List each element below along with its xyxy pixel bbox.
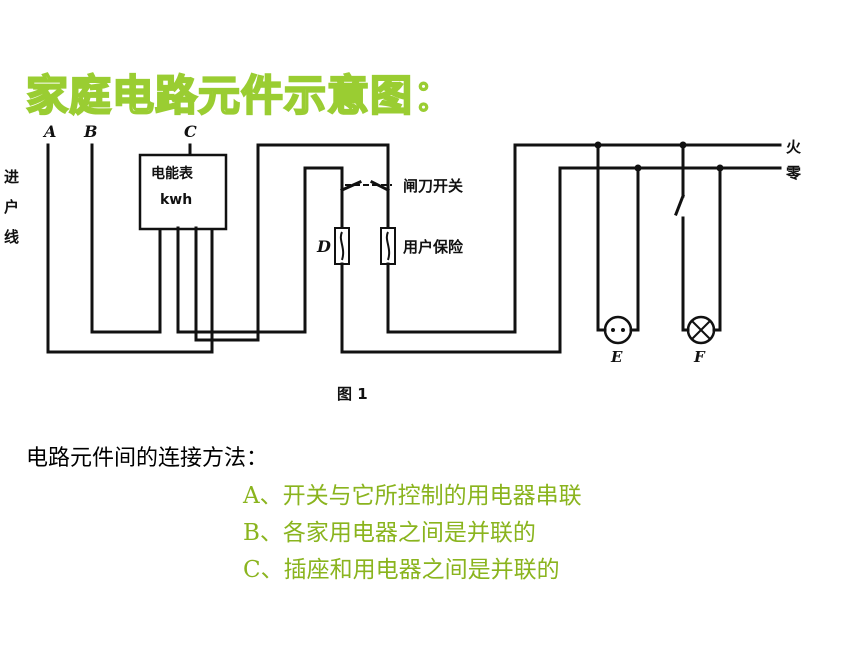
method-b: B、各家用电器之间是并联的: [243, 520, 536, 546]
fuse-d-wire: [339, 231, 345, 261]
meter-unit: kwh: [160, 192, 192, 208]
neutral-label: 零: [785, 164, 802, 182]
meter-label: 电能表: [151, 165, 194, 182]
fuse-label: 用户保险: [403, 238, 464, 256]
connection-heading: 电路元件间的连接方法：: [26, 446, 269, 471]
line-label-b: B: [83, 122, 98, 141]
live-wire: [386, 143, 782, 334]
switch-label: 闸刀开关: [403, 177, 463, 195]
lamp-switch: [674, 194, 685, 216]
line-label-c: C: [184, 122, 197, 141]
incoming-label-2: 户: [4, 198, 19, 216]
neutral-wire: [340, 166, 782, 354]
fuse-user-wire: [385, 231, 391, 261]
live-label: 火: [786, 138, 802, 156]
circuit-diagram: A B C 进 户 线 电能表 kwh 闸刀开关 D 用户保险 火 零 E: [4, 122, 802, 403]
connection-methods: A、开关与它所控制的用电器串联 B、各家用电器之间是并联的 C、插座和用电器之间…: [243, 478, 582, 589]
socket-e-label: E: [610, 348, 623, 366]
knife-switch-blade-2: [369, 179, 391, 193]
lamp-f-label: F: [693, 348, 706, 366]
wire-a: [46, 143, 214, 354]
method-c: C、插座和用电器之间是并联的: [243, 557, 560, 583]
page-title: 家庭电路元件示意图：: [25, 70, 457, 121]
fuse-d-label: D: [316, 237, 331, 256]
energy-meter: [138, 153, 228, 231]
line-label-a: A: [42, 122, 56, 141]
incoming-label-3: 线: [4, 228, 19, 246]
method-a: A、开关与它所控制的用电器串联: [243, 483, 582, 509]
wire-meter-out-2: [194, 143, 390, 342]
incoming-label-1: 进: [4, 168, 19, 186]
wire-b: [90, 143, 162, 334]
socket-e: [603, 315, 633, 345]
figure-caption: 图 1: [337, 385, 368, 403]
wire-meter-out-1: [176, 166, 344, 334]
